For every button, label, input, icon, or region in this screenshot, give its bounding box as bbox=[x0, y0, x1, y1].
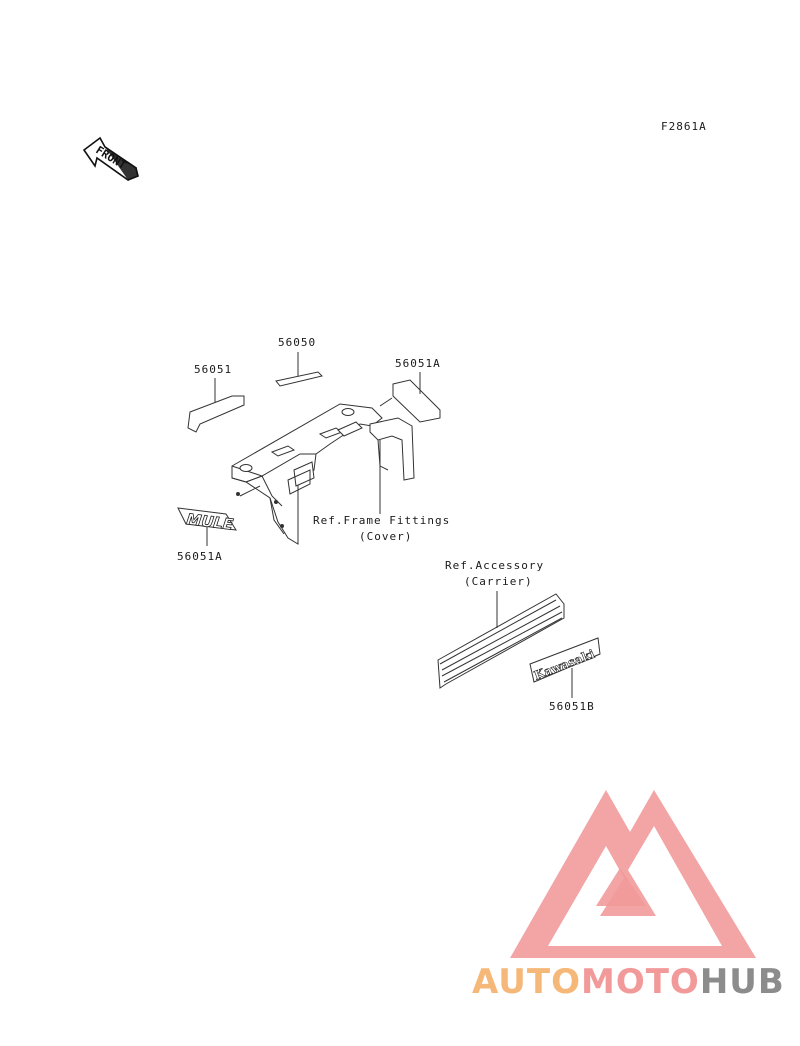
part-number-56051: 56051 bbox=[194, 363, 233, 376]
part-number-56051A-top: 56051A bbox=[395, 357, 441, 370]
ref-accessory-carrier: (Carrier) bbox=[464, 575, 533, 588]
watermark-text: AUTOMOTOHUB bbox=[472, 962, 785, 1002]
ref-accessory: Ref.Accessory bbox=[445, 559, 545, 572]
ref-frame-fittings-cover: (Cover) bbox=[359, 530, 413, 543]
figure-code: F2861A bbox=[661, 120, 707, 133]
decal-kawasaki bbox=[529, 637, 601, 698]
part-number-56050: 56050 bbox=[278, 336, 317, 349]
watermark-moto: MOTO bbox=[580, 962, 700, 1002]
decal-56051A-top bbox=[379, 372, 441, 423]
watermark-auto: AUTO bbox=[472, 962, 581, 1002]
part-number-56051A-bottom: 56051A bbox=[177, 550, 223, 563]
mule-decal-text: MULE bbox=[186, 510, 236, 534]
part-number-56051B: 56051B bbox=[549, 700, 595, 713]
rear-cover-assembly bbox=[231, 403, 415, 545]
decal-56051 bbox=[187, 378, 245, 433]
carrier-rail bbox=[437, 591, 565, 689]
automotohub-logo-icon bbox=[510, 790, 756, 958]
front-arrow-icon bbox=[82, 136, 139, 182]
ref-frame-fittings: Ref.Frame Fittings bbox=[313, 514, 451, 527]
watermark-hub: HUB bbox=[699, 962, 785, 1002]
decal-mule bbox=[177, 507, 237, 546]
decal-56050 bbox=[275, 352, 323, 387]
